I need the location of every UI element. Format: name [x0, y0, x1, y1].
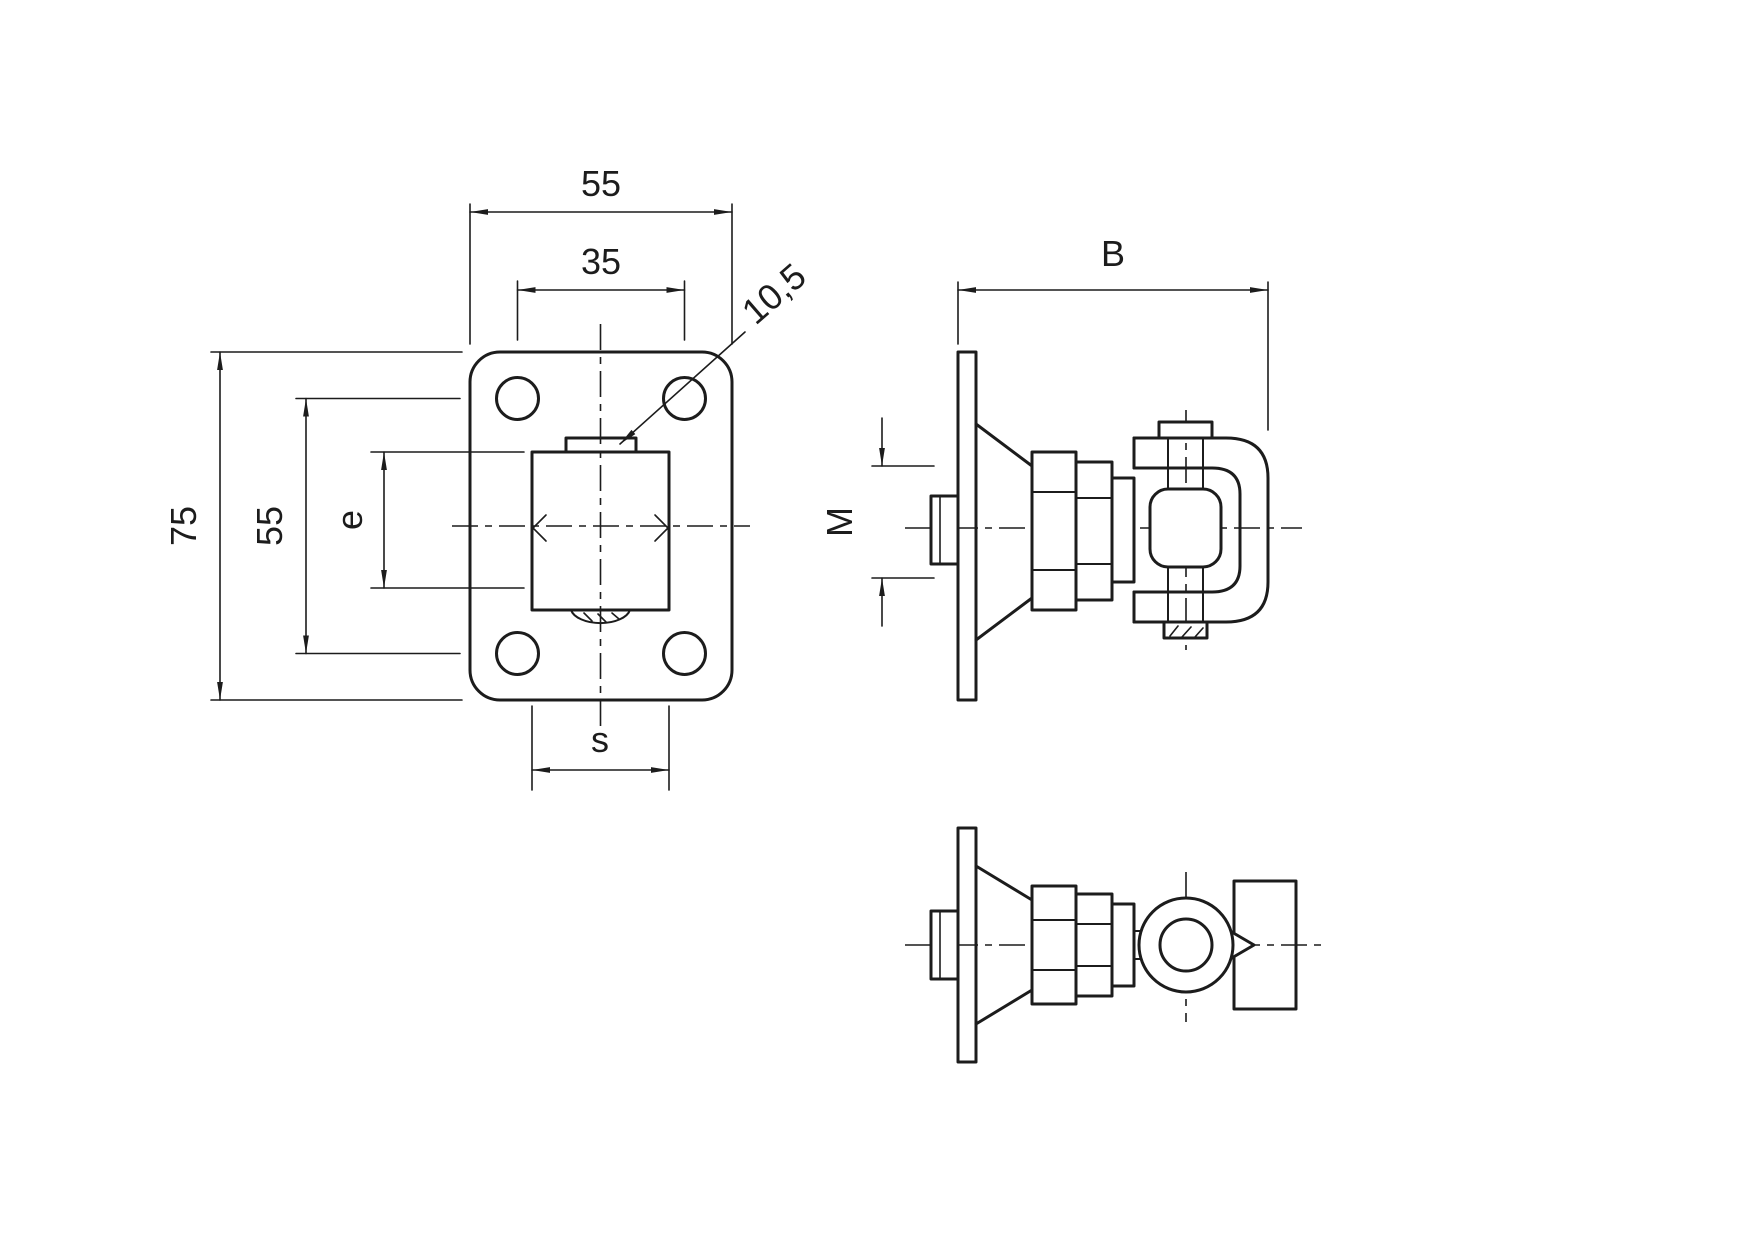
- hinge-eye-inner: [1158, 917, 1214, 973]
- spacer-collar: [1110, 476, 1136, 584]
- u-bracket-inner: [1132, 466, 1242, 594]
- center-mark-right: [654, 514, 670, 542]
- hinge-body-top-tab: [564, 436, 638, 454]
- thread-hatching: [1169, 625, 1204, 638]
- hinge-eye-sleeve: [1148, 487, 1223, 569]
- front-view-object: [468, 350, 734, 702]
- cone-washer-top-edge: [974, 864, 1034, 902]
- cone-washer-bottom-edge: [974, 596, 1034, 642]
- pivot-bolt-thread-end: [1162, 620, 1209, 640]
- plate-edge: [956, 350, 978, 702]
- bolt-head: [929, 494, 960, 566]
- bolt-hole-bottom-left: [495, 631, 540, 676]
- cone-washer-bottom-edge: [974, 988, 1034, 1026]
- hex-nut-1: [1030, 450, 1078, 612]
- bolt-hole-top-left: [495, 376, 540, 421]
- dim-label-hole-pitch-horizontal: 35: [581, 241, 621, 282]
- dim-label-body-height: e: [329, 510, 370, 530]
- side-view-dimensions: B M: [819, 233, 1269, 627]
- dim-label-hole-diameter: 10,5: [734, 255, 814, 332]
- front-view-centerlines: [452, 324, 750, 730]
- dim-label-body-width: s: [591, 719, 609, 760]
- hex-nut-1: [1030, 884, 1078, 1006]
- extension-lines: [210, 203, 733, 791]
- top-view: [905, 826, 1325, 1064]
- hex-nut-2: [1074, 460, 1114, 602]
- dim-label-plate-height: 75: [163, 506, 204, 546]
- bolt-hole-top-right: [662, 376, 707, 421]
- spacer-collar: [1110, 902, 1136, 988]
- center-mark-left: [531, 514, 547, 542]
- bottom-bolt-hatching: [583, 612, 620, 623]
- bottom-bolt-arc: [570, 609, 631, 625]
- top-view-object: [929, 826, 1298, 1064]
- dim-label-depth: B: [1101, 233, 1125, 274]
- u-bracket-outer: [1132, 436, 1270, 624]
- dim-label-thread: M: [819, 507, 860, 537]
- hinge-eye-outer: [1137, 896, 1235, 994]
- bolt-head: [929, 909, 960, 981]
- cone-washer-top-edge: [974, 422, 1034, 468]
- mounting-plate-outline: [468, 350, 734, 702]
- side-view-object: [929, 350, 1270, 702]
- side-view: B M: [819, 233, 1302, 702]
- dim-label-hole-pitch-vertical: 55: [249, 506, 290, 546]
- leader-line-hole-diameter: [619, 331, 746, 445]
- pivot-bolt-top-nut: [1157, 420, 1214, 440]
- hex-nut-2: [1074, 892, 1114, 998]
- bolt-hole-bottom-right: [662, 631, 707, 676]
- front-view: 55 35 10,5 75 55 e s: [163, 163, 814, 791]
- dim-label-plate-width: 55: [581, 163, 621, 204]
